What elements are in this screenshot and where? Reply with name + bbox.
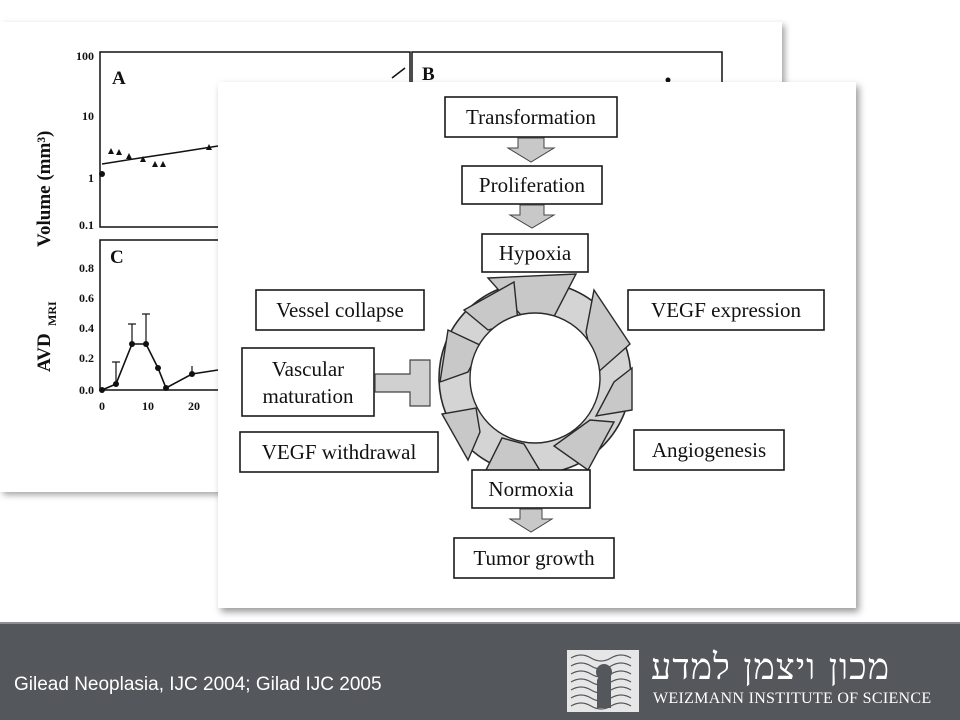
citation-text: Gilead Neoplasia, IJC 2004; Gilad IJC 20… [14, 674, 382, 695]
inhibition-connector [374, 359, 431, 407]
proliferation-label: Proliferation [479, 173, 586, 197]
avd-axis-label: AVD [34, 333, 55, 372]
logo-english-text: WEIZMANN INSTITUTE OF SCIENCE [653, 690, 932, 707]
vegf-expression-node [627, 289, 825, 331]
tumor-growth-label: Tumor growth [473, 546, 595, 570]
panel-c-point [113, 381, 119, 387]
avd-tick: 0.0 [79, 383, 94, 397]
vessel-collapse-node [255, 289, 425, 331]
footer-bar: Gilead Neoplasia, IJC 2004; Gilad IJC 20… [0, 622, 960, 720]
panel-a-point [108, 148, 114, 154]
diagram-svg: Transformation Proliferation Hypoxia [239, 96, 825, 579]
vascular-maturation-label-line2: maturation [263, 384, 354, 408]
panel-c-error-bars [112, 313, 193, 384]
down-arrow [508, 508, 554, 533]
transformation-label: Transformation [466, 105, 596, 129]
x-tick: 20 [188, 399, 200, 413]
panel-c-line [101, 343, 219, 391]
angiogenesis-cycle-diagram: Transformation Proliferation Hypoxia [218, 82, 856, 608]
panel-a-label: A [112, 68, 126, 89]
transformation-node [444, 96, 618, 138]
background-plot-svg: A B C 100 10 1 0.1 0.8 0.6 0.4 0.2 0.0 0… [34, 49, 723, 413]
volume-tick: 100 [76, 49, 94, 63]
cycle-arrow-icon [594, 366, 633, 417]
panel-a-point [206, 144, 212, 150]
cycle-arrow-icon [552, 419, 616, 472]
volume-tick: 0.1 [79, 218, 94, 232]
tumor-growth-node [453, 537, 615, 579]
avd-tick: 0.6 [79, 291, 94, 305]
panel-a-point [99, 171, 105, 177]
weizmann-logo: מכון ויצמן למדע WEIZMANN INSTITUTE OF SC… [567, 647, 937, 712]
hypoxia-label: Hypoxia [499, 241, 572, 265]
panel-b-label: B [422, 64, 435, 85]
hypoxia-node [481, 233, 589, 273]
panel-c-point [129, 341, 135, 347]
avd-tick: 0.2 [79, 351, 94, 365]
panel-a-line-end [391, 67, 406, 79]
volume-axis-label: Volume (mm³) [34, 131, 55, 247]
vessel-collapse-label: Vessel collapse [276, 298, 404, 322]
avd-tick: 0.8 [79, 261, 94, 275]
proliferation-node [461, 165, 603, 205]
volume-tick: 10 [82, 109, 94, 123]
x-tick: 0 [99, 399, 105, 413]
vascular-maturation-node [241, 347, 375, 417]
panel-a-points [99, 144, 212, 177]
avd-axis-subscript: MRI [45, 301, 59, 326]
panel-a-point [160, 161, 166, 167]
panel-c-point [143, 341, 149, 347]
panel-c-points [99, 341, 195, 393]
cycle-inner [469, 312, 601, 444]
vascular-maturation-label-line1: Vascular [272, 357, 344, 381]
cycle-arrows [439, 273, 633, 475]
panel-c-point [99, 387, 105, 393]
vegf-withdrawal-label: VEGF withdrawal [262, 440, 417, 464]
volume-tick: 1 [88, 171, 94, 185]
panel-a-point [116, 149, 122, 155]
panel-c-point [189, 371, 195, 377]
vegf-withdrawal-node [239, 431, 439, 473]
panel-c-label: C [110, 247, 124, 268]
normoxia-label: Normoxia [488, 477, 574, 501]
panel-b-point [665, 77, 671, 83]
down-arrow [508, 204, 556, 229]
cycle-ring [438, 273, 633, 475]
weizmann-emblem-icon [567, 650, 639, 712]
panel-c-point [163, 385, 169, 391]
angiogenesis-node [633, 429, 785, 471]
angiogenesis-label: Angiogenesis [652, 438, 766, 462]
logo-hebrew-text: מכון ויצמן למדע [651, 647, 891, 688]
avd-axis-label-group: AVD MRI [34, 301, 59, 372]
x-tick: 10 [142, 399, 154, 413]
panel-c-point [155, 365, 161, 371]
normoxia-node [471, 469, 591, 509]
panel-a-point [152, 161, 158, 167]
down-arrow [506, 137, 556, 163]
cycle-arrow-icon [440, 407, 481, 462]
panel-a-fit-line [101, 145, 219, 165]
avd-tick: 0.4 [79, 321, 94, 335]
vegf-expression-label: VEGF expression [651, 298, 801, 322]
panel-a-point [126, 153, 132, 159]
panel-a-point [140, 156, 146, 162]
